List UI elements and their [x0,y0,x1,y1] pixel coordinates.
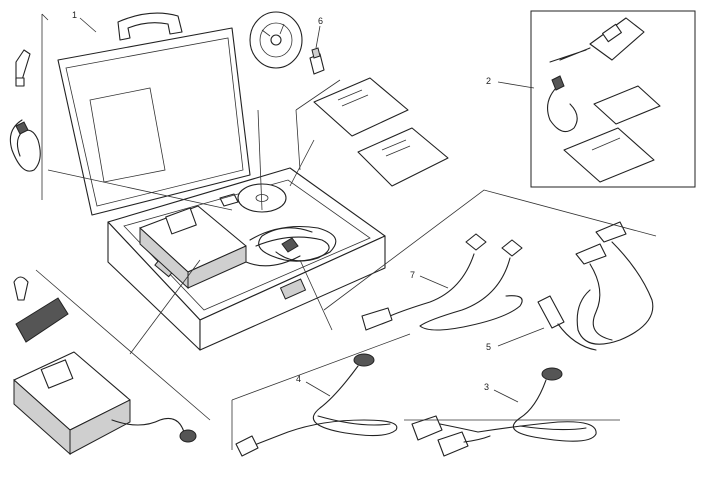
carrying-case [57,12,386,351]
software-cd [249,11,303,69]
callout-label-1: 1 [72,10,77,20]
callout-2: 2 [486,76,535,89]
callout-label-3: 3 [484,382,489,392]
cable-3 [411,367,597,457]
cable-4 [235,353,398,457]
cable-5-battery-clamps [537,221,654,351]
left-accessories [9,49,69,343]
callout-1: 1 [72,10,97,33]
callout-7: 7 [410,270,449,289]
callout-label-2: 2 [486,76,491,86]
callout-label-7: 7 [410,270,415,280]
callout-label-4: 4 [296,374,301,384]
callout-5: 5 [486,327,545,352]
callout-label-6: 6 [318,16,323,26]
callout-6: 6 [315,16,323,49]
usb-dongle-small [309,47,325,75]
leader-lines [35,13,657,450]
cable-7 [361,233,523,331]
callout-4: 4 [296,374,331,397]
diagnostic-unit [13,351,197,456]
manual-booklets [313,77,449,187]
callout-label-5: 5 [486,342,491,352]
callout-3: 3 [484,382,519,403]
inset-box [530,10,696,188]
